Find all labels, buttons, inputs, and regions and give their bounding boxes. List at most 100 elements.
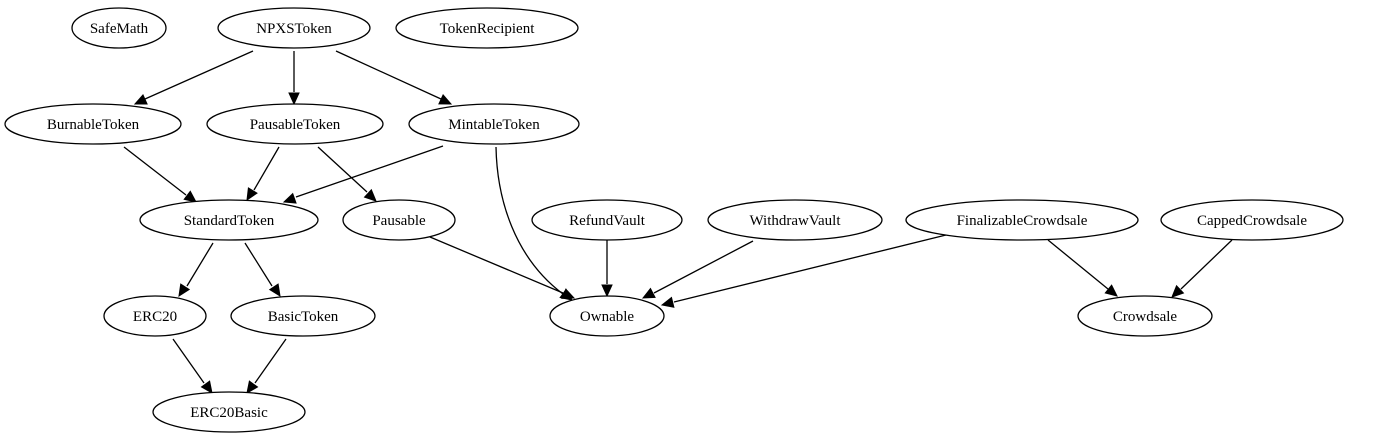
arrowhead [246,380,259,394]
arrowhead [363,188,377,202]
arrowhead [268,283,281,298]
node-ellipse [206,103,384,145]
edge-npxstoken-mintabletoken [335,50,453,105]
edge-line [1180,239,1233,290]
node-label: Crowdsale [1113,309,1177,325]
edge-line [1047,239,1109,290]
edge-line [186,242,214,287]
node-ellipse [1077,295,1213,337]
node-label: TokenRecipient [440,21,536,37]
arrowhead [200,380,213,394]
edge-refundvault-ownable [601,240,613,298]
node-ellipse [905,199,1139,241]
node-mintabletoken: MintableToken [408,103,580,145]
edge-cappedcrowdsale-crowdsale [1171,239,1233,298]
node-npxstoken: NPXSToken [217,7,371,49]
node-erc20basic: ERC20Basic [152,391,306,433]
edge-line [144,50,254,100]
node-ellipse [230,295,376,337]
node-label: CappedCrowdsale [1197,213,1307,229]
node-ellipse [1160,199,1344,241]
edge-pausable-ownable [429,236,576,299]
edge-line [244,242,273,287]
edge-line [429,236,564,294]
node-standardtoken: StandardToken [139,199,319,241]
edge-burnabletoken-standardtoken [123,146,197,203]
node-refundvault: RefundVault [531,199,683,241]
edge-line [253,146,280,191]
edge-pausabletoken-standardtoken [246,146,280,202]
arrowhead [601,284,613,298]
node-label: SafeMath [90,21,149,37]
node-layer: SafeMath NPXSToken TokenRecipientBurnableT… [4,7,1344,433]
edge-line [123,146,187,196]
node-label: Ownable [580,309,634,325]
node-label: NPXSToken [256,21,332,37]
arrowhead [288,92,300,106]
node-ellipse [71,7,167,49]
node-label: MintableToken [448,117,540,133]
node-label: BurnableToken [47,117,140,133]
arrowhead [178,283,191,298]
arrowhead [1104,284,1118,297]
node-ellipse [103,295,207,337]
node-pausabletoken: PausableToken [206,103,384,145]
node-label: StandardToken [184,213,275,229]
node-label: PausableToken [250,117,341,133]
edge-withdrawvault-ownable [641,240,754,299]
edge-npxstoken-burnabletoken [133,50,254,105]
edge-line [172,338,205,384]
node-label: BasicToken [268,309,339,325]
node-safemath: SafeMath [71,7,167,49]
node-tokenrecipient: TokenRecipient [395,7,579,49]
node-ellipse [408,103,580,145]
arrowhead [282,192,297,204]
node-pausable: Pausable [342,199,456,241]
arrowhead [561,288,576,299]
node-ellipse [395,7,579,49]
edge-basictoken-erc20basic [246,338,287,394]
node-label: FinalizableCrowdsale [957,213,1088,229]
node-ellipse [139,199,319,241]
edge-line [495,146,564,295]
edge-finalizablecrowdsale-crowdsale [1047,239,1118,297]
node-finalizablecrowdsale: FinalizableCrowdsale [905,199,1139,241]
edge-pausabletoken-pausable [317,146,377,202]
arrowhead [1171,284,1185,298]
edge-line [673,234,947,303]
edge-line [254,338,287,384]
edge-finalizablecrowdsale-ownable [660,234,947,308]
node-burnabletoken: BurnableToken [4,103,182,145]
arrowhead [133,94,148,105]
edge-standardtoken-basictoken [244,242,281,298]
edge-mintabletoken-standardtoken [282,145,444,204]
edge-line [317,146,368,193]
node-ownable: Ownable [549,295,665,337]
arrowhead [246,187,258,202]
arrowhead [438,93,453,105]
node-ellipse [531,199,683,241]
edge-line [653,240,754,294]
edge-line [295,145,444,198]
edge-line [335,50,442,100]
node-ellipse [549,295,665,337]
arrowhead [183,190,197,203]
node-ellipse [707,199,883,241]
node-label: RefundVault [569,213,646,229]
arrowhead [641,287,656,299]
node-basictoken: BasicToken [230,295,376,337]
node-label: WithdrawVault [749,213,841,229]
edge-standardtoken-erc20 [178,242,214,298]
arrowhead [660,296,675,308]
node-crowdsale: Crowdsale [1077,295,1213,337]
node-withdrawvault: WithdrawVault [707,199,883,241]
edge-layer [123,50,1233,394]
node-ellipse [152,391,306,433]
edge-erc20-erc20basic [172,338,213,394]
node-label: Pausable [372,213,426,229]
edge-npxstoken-pausabletoken [288,51,300,106]
node-erc20: ERC20 [103,295,207,337]
node-ellipse [4,103,182,145]
node-label: ERC20Basic [190,405,268,421]
